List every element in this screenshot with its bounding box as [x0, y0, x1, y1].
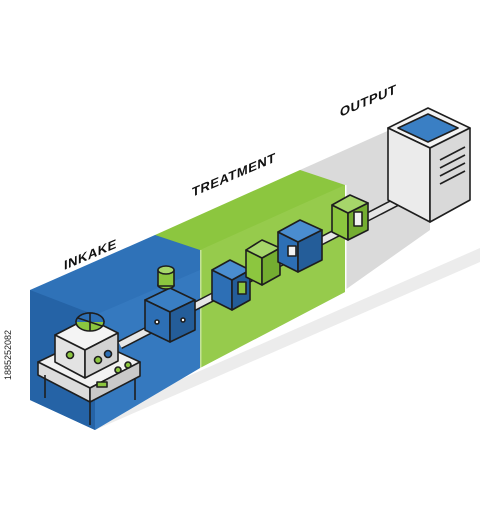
output-tank	[387, 107, 471, 223]
treatment-unit-4	[331, 194, 369, 241]
intake-pump	[144, 265, 196, 343]
treatment-unit-1	[211, 259, 251, 311]
intake-machine	[37, 312, 141, 425]
treatment-unit-2	[245, 239, 281, 286]
stock-id: 1885252082	[3, 329, 13, 380]
floor-shadow	[95, 248, 480, 430]
treatment-unit-3	[277, 219, 323, 273]
